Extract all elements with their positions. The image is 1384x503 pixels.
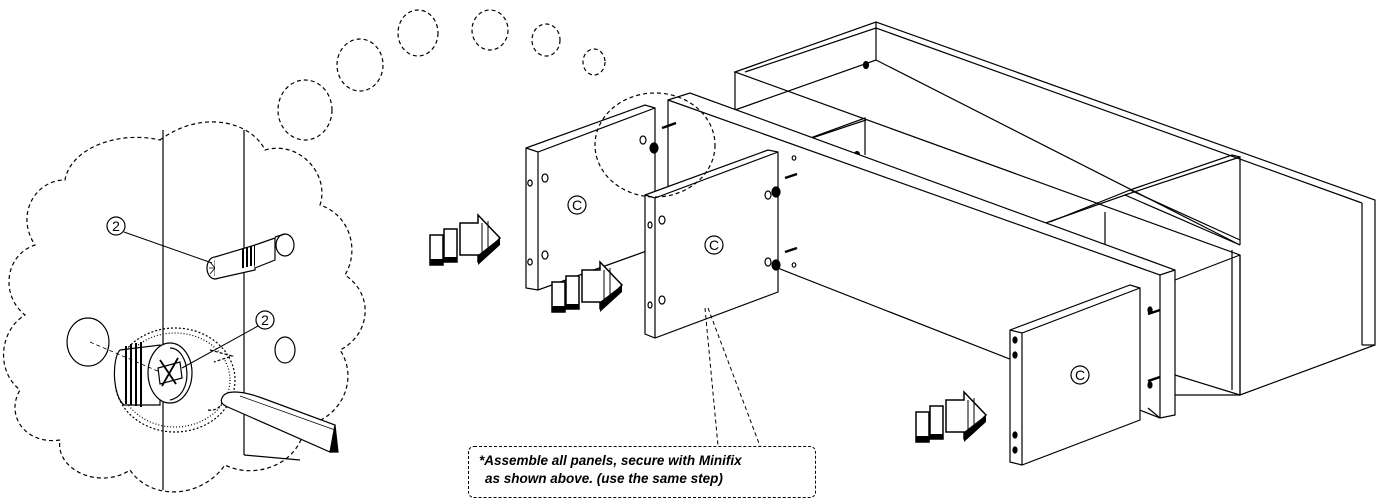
screwdriver: [220, 391, 339, 453]
part-number-bolt: 2: [112, 218, 120, 234]
push-arrow: [915, 391, 987, 443]
bolt-leader: [123, 231, 213, 264]
part-number-circle: [106, 216, 126, 236]
minifix-bolts: [649, 121, 1161, 383]
panel-label: C: [572, 197, 582, 213]
thought-bubble: [277, 79, 333, 141]
cabinet-body: [733, 21, 1376, 396]
side-panel-left: [525, 104, 656, 291]
cam-hole: [66, 317, 110, 367]
minifix-bolt: [206, 233, 295, 280]
thought-bubble: [471, 9, 509, 51]
dashed-axis: [89, 341, 161, 373]
cloud-panel-edges: [162, 130, 301, 490]
thought-bubble: [336, 38, 384, 92]
panel-label: C: [709, 237, 719, 253]
side-panel-center: [644, 149, 779, 339]
assembly-note: *Assemble all panels, secure with Minifi…: [468, 446, 816, 498]
side-panel-right: [1009, 284, 1141, 466]
detail-callout-circle: [594, 92, 716, 198]
part-number-circle: [255, 310, 275, 330]
minifix-cam: [113, 327, 236, 433]
note-line-2: as shown above. (use the same step): [485, 471, 723, 486]
note-leaders: [704, 307, 761, 447]
part-number-cam: 2: [261, 312, 269, 328]
thought-bubble: [397, 9, 439, 57]
thought-bubble: [531, 23, 561, 57]
cam-leader: [181, 325, 259, 369]
detail-cloud: [2, 9, 606, 493]
thought-bubble: [582, 48, 606, 76]
bolt-hole: [274, 336, 296, 364]
note-line-1: *Assemble all panels, secure with Minifi…: [479, 453, 742, 468]
panel-label: C: [1075, 367, 1085, 383]
push-arrow: [429, 214, 501, 266]
